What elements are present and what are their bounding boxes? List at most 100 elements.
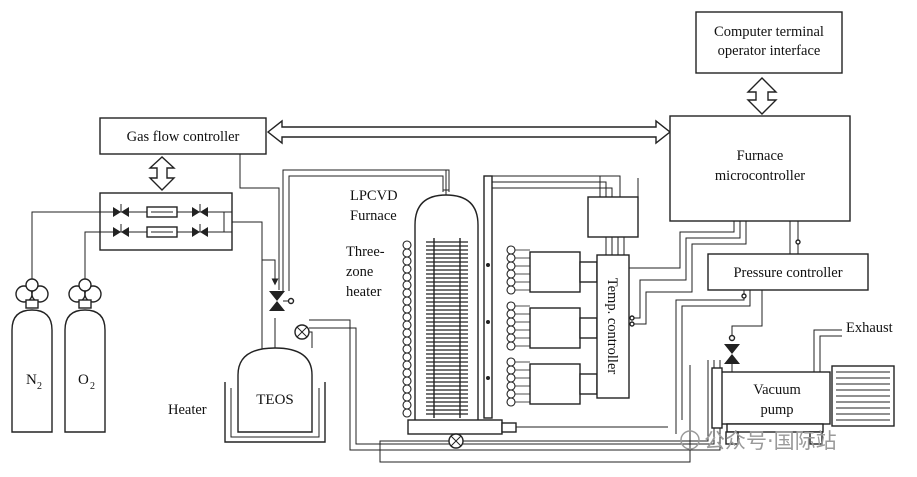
vacuum-pump: Vacuum pump [711, 367, 831, 445]
heater-coil-turn [402, 328, 412, 338]
three-zone-label-line1: Three- [346, 244, 385, 260]
valve-lower-right [192, 224, 208, 237]
thermocouple-probe [483, 175, 613, 419]
heater-coil-turn [402, 344, 412, 354]
watermark-text: 公众号·国际站 [704, 429, 837, 453]
heater-coil-turn [402, 296, 412, 306]
zone-power-unit-middle [529, 307, 581, 349]
heater-coil-turn [506, 365, 516, 375]
heater-coil-turn [402, 240, 412, 250]
computer-terminal-label-line1: Computer terminal [714, 24, 824, 40]
teos-furnace-inlet-line2 [288, 175, 444, 291]
n2-gas-line [31, 211, 100, 283]
heater-label: Heater [168, 402, 207, 418]
lpcvd-label-line2: Furnace [350, 208, 397, 224]
heater-coil-turn [402, 288, 412, 298]
o2-gas-line [84, 231, 100, 283]
thermocouple-junction-box [587, 196, 639, 238]
heater-coil-turn [506, 261, 516, 271]
furnace-micro-label-line2: microcontroller [715, 168, 805, 184]
vacuum-pump-label-line1: Vacuum [753, 382, 801, 398]
teos-label: TEOS [256, 392, 294, 408]
zone-power-unit-top [529, 251, 581, 293]
furnace-exhaust-valve [448, 433, 464, 449]
watermark: 公众号·国际站 [680, 429, 837, 453]
tc-box-line-b [600, 175, 621, 197]
heater-coil-turn [506, 269, 516, 279]
heater-coil-turn [402, 376, 412, 386]
exhaust-label: Exhaust [846, 320, 893, 336]
zone-power-unit-bottom [529, 363, 581, 405]
heater-coil-turn [506, 381, 516, 391]
heater-coil-turn [402, 304, 412, 314]
heater-coil-turn [506, 253, 516, 263]
heater-coil-turn [402, 256, 412, 266]
heater-coil-turn [402, 264, 412, 274]
teos-feed-arrow [262, 259, 279, 286]
pump-inlet-valve [724, 290, 763, 372]
heater-coil-turn [402, 248, 412, 258]
heater-coil-turn [402, 384, 412, 394]
heater-coil-turn [402, 280, 412, 290]
valvebox-output-line [232, 221, 263, 378]
temp-controller-label: Temp. controller [604, 278, 620, 375]
heater-coil-turn [506, 357, 516, 367]
zone-power-units [529, 251, 598, 405]
heater-coil-turn [506, 285, 516, 295]
furnace-pump-line-b [379, 365, 691, 463]
three-zone-heater-coil-left [402, 240, 412, 418]
vacuum-pump-label-line2: pump [760, 402, 793, 418]
pressure-terminal-b [741, 293, 747, 299]
three-zone-label-line3: heater [346, 284, 382, 300]
heater-coil-turn [402, 368, 412, 378]
o2-subscript: 2 [90, 381, 95, 392]
heater-coil-turn [506, 373, 516, 383]
gas-flow-controller-label: Gas flow controller [127, 129, 240, 145]
teos-outlet-valve [294, 324, 313, 348]
gasflow-micro-double-arrow [266, 119, 672, 145]
pressure-controller-label: Pressure controller [733, 265, 842, 281]
three-zone-heater-coil-right [506, 245, 530, 407]
heater-coil-turn [506, 325, 516, 335]
furnace-micro-label-line1: Furnace [737, 148, 784, 164]
exhaust-line-b [819, 335, 842, 372]
heater-coil-turn [402, 352, 412, 362]
micro-temp-wire-2 [629, 221, 741, 319]
pressure-terminal [795, 239, 801, 245]
heater-coil-turn [506, 309, 516, 319]
heater-coil-turn [506, 277, 516, 287]
micro-temp-wire-1 [629, 221, 735, 269]
n2-cylinder: N 2 [11, 278, 53, 433]
heater-coil-turn [506, 397, 516, 407]
computer-terminal-box: Computer terminal operator interface [695, 11, 843, 74]
heater-coil-turn [402, 360, 412, 370]
furnace-pump-line [463, 360, 709, 442]
furnace-door-flange [407, 419, 668, 435]
heater-coil-turn [402, 272, 412, 282]
o2-label: O [78, 372, 89, 388]
heater-coil-turn [506, 317, 516, 327]
exhaust-line [813, 329, 842, 372]
heater-coil-turn [402, 312, 412, 322]
heater-coil-turn [506, 301, 516, 311]
mass-flow-valve-box [99, 192, 233, 251]
temp-terminal-1 [629, 315, 635, 321]
temp-terminal-2 [629, 321, 635, 327]
micro-temp-wire-3 [629, 221, 747, 325]
lpcvd-label-line1: LPCVD [350, 188, 398, 204]
heater-coil-turn [402, 400, 412, 410]
heater-coil-turn [506, 341, 516, 351]
terminal-micro-double-arrow [746, 77, 778, 115]
computer-terminal-label-line2: operator interface [718, 43, 821, 59]
heater-coil-turn [506, 389, 516, 399]
pressure-wire-b [681, 290, 751, 420]
valve-lower-left [113, 224, 129, 237]
temp-controller-box: Temp. controller [596, 254, 630, 399]
heater-coil-turn [506, 245, 516, 255]
three-zone-label-line2: zone [346, 264, 373, 280]
heater-coil-turn [402, 320, 412, 330]
furnace-microcontroller-box: Furnace microcontroller [669, 115, 851, 222]
pressure-controller-box: Pressure controller [707, 253, 869, 291]
heater-coil-turn [506, 333, 516, 343]
